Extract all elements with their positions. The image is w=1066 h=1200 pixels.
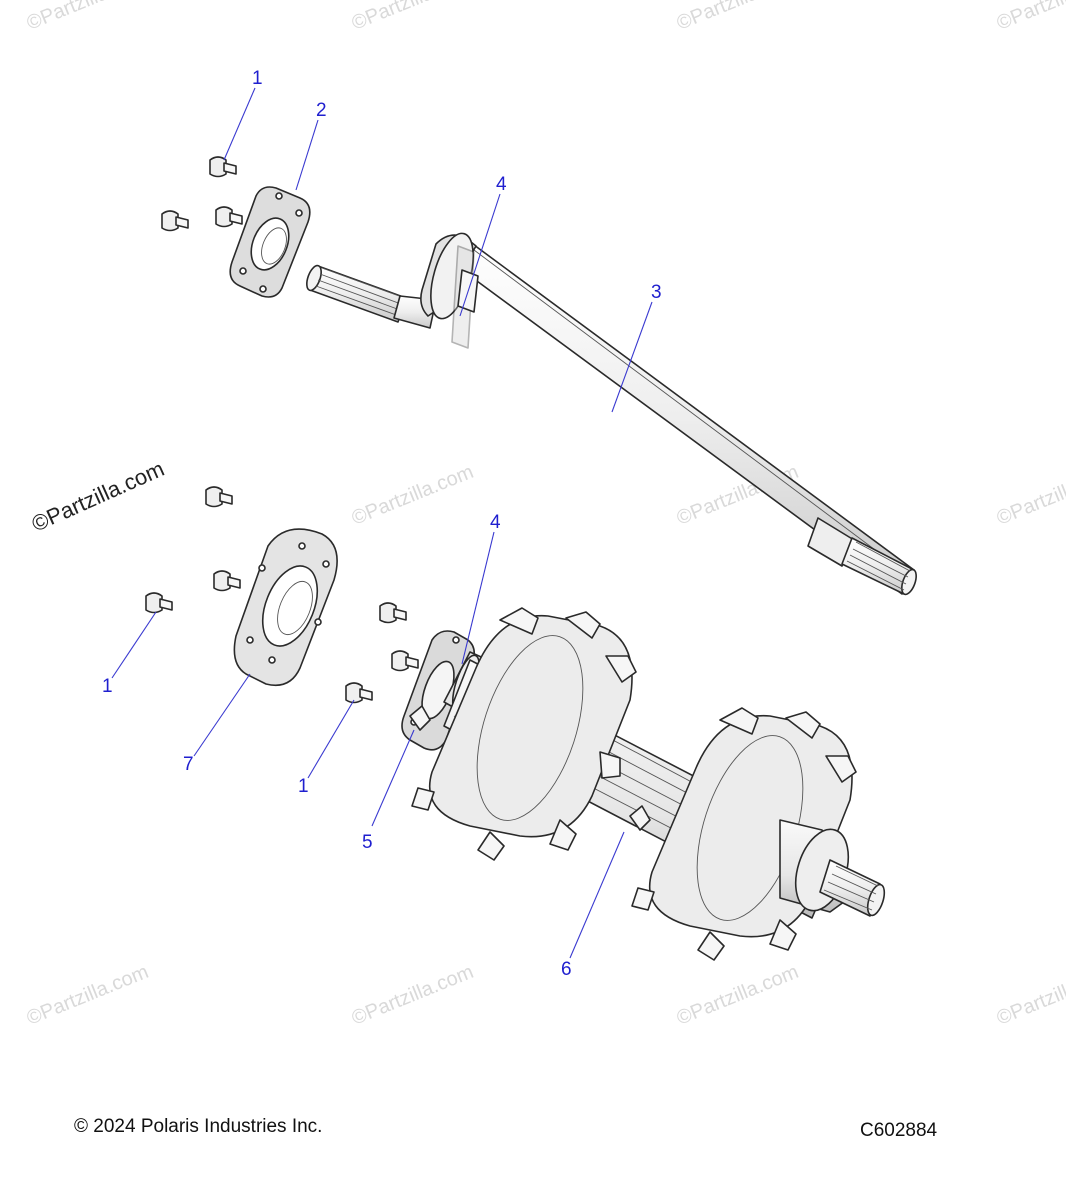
callout-1-mid: 1: [298, 776, 309, 797]
watermark: ©Partzilla.com: [994, 461, 1066, 530]
callout-5: 5: [362, 832, 373, 853]
watermark: ©Partzilla.com: [994, 961, 1066, 1030]
figure-id: C602884: [860, 1120, 938, 1141]
callout-1-left: 1: [102, 676, 113, 697]
bolt-mid-2: [213, 570, 241, 592]
bolt-top-2: [161, 210, 189, 232]
watermark: ©Partzilla.com: [24, 0, 152, 35]
bolt-low-1: [379, 602, 407, 624]
watermark: ©Partzilla.com: [674, 961, 802, 1030]
callout-3: 3: [651, 282, 662, 303]
callout-4-mid: 4: [490, 512, 501, 533]
watermark: ©Partzilla.com: [349, 461, 477, 530]
watermark: ©Partzilla.com: [24, 961, 152, 1030]
callout-1-top: 1: [252, 68, 263, 89]
copyright-text: © 2024 Polaris Industries Inc.: [74, 1116, 323, 1137]
leader-lines: [111, 87, 653, 959]
callout-2: 2: [316, 100, 327, 121]
callout-labels: 1 2 4 3 4 1 7 1 5 6: [102, 68, 662, 980]
drive-shaft: [306, 241, 917, 596]
bolt-low-2: [391, 650, 419, 672]
watermark: ©Partzilla.com: [674, 0, 802, 35]
watermark: ©Partzilla.com: [349, 0, 477, 35]
watermark: ©Partzilla.com: [349, 961, 477, 1030]
bearing-flange-plate: [229, 186, 311, 298]
watermark-main: ©Partzilla.com: [28, 456, 168, 537]
bolt-top-1: [209, 156, 237, 178]
watermark-layer: ©Partzilla.com ©Partzilla.com ©Partzilla…: [24, 0, 1066, 1030]
callout-4-top: 4: [496, 174, 507, 195]
bolt-low-3: [345, 682, 373, 704]
drive-drum: [409, 607, 886, 961]
bolt-mid-3: [145, 592, 173, 614]
watermark: ©Partzilla.com: [994, 0, 1066, 35]
bolt-mid-1: [205, 486, 233, 508]
callout-7: 7: [183, 754, 194, 775]
callout-6: 6: [561, 959, 572, 980]
bolt-top-3: [215, 206, 243, 228]
shaft-bearing: [420, 232, 479, 349]
flange-plate: [233, 528, 338, 687]
